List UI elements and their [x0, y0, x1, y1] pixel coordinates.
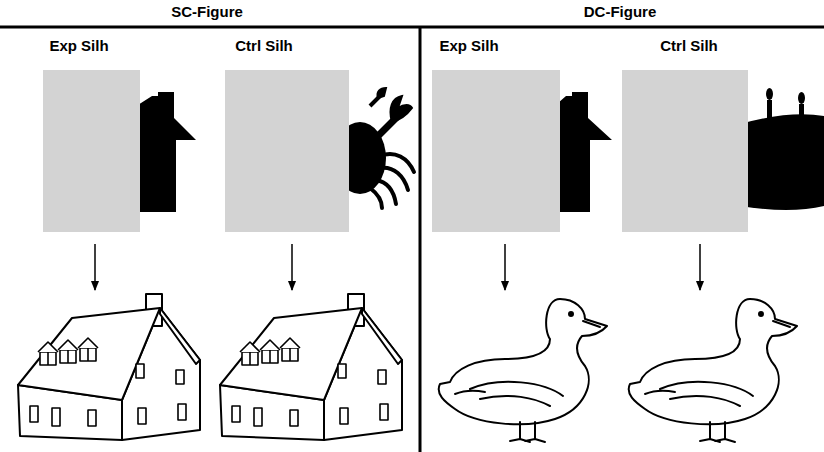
duck-drawing	[439, 299, 607, 442]
down-arrow	[95, 244, 700, 290]
occluder	[225, 70, 349, 232]
column-label: Exp Silh	[439, 37, 498, 55]
heading-rule	[0, 26, 824, 29]
house-drawing	[18, 294, 200, 440]
panel-heading: SC-Figure	[171, 3, 243, 21]
occluder	[622, 70, 748, 232]
occluder	[43, 70, 140, 232]
column-label: Ctrl Silh	[235, 37, 293, 55]
column-label: Exp Silh	[49, 37, 108, 55]
occluder	[432, 70, 560, 232]
column-label: Ctrl Silh	[660, 37, 718, 55]
house-drawing	[220, 294, 402, 440]
cake-silhouette	[740, 88, 824, 210]
panel-divider	[419, 27, 422, 452]
panel-heading: DC-Figure	[584, 3, 657, 21]
duck-drawing	[629, 299, 797, 442]
